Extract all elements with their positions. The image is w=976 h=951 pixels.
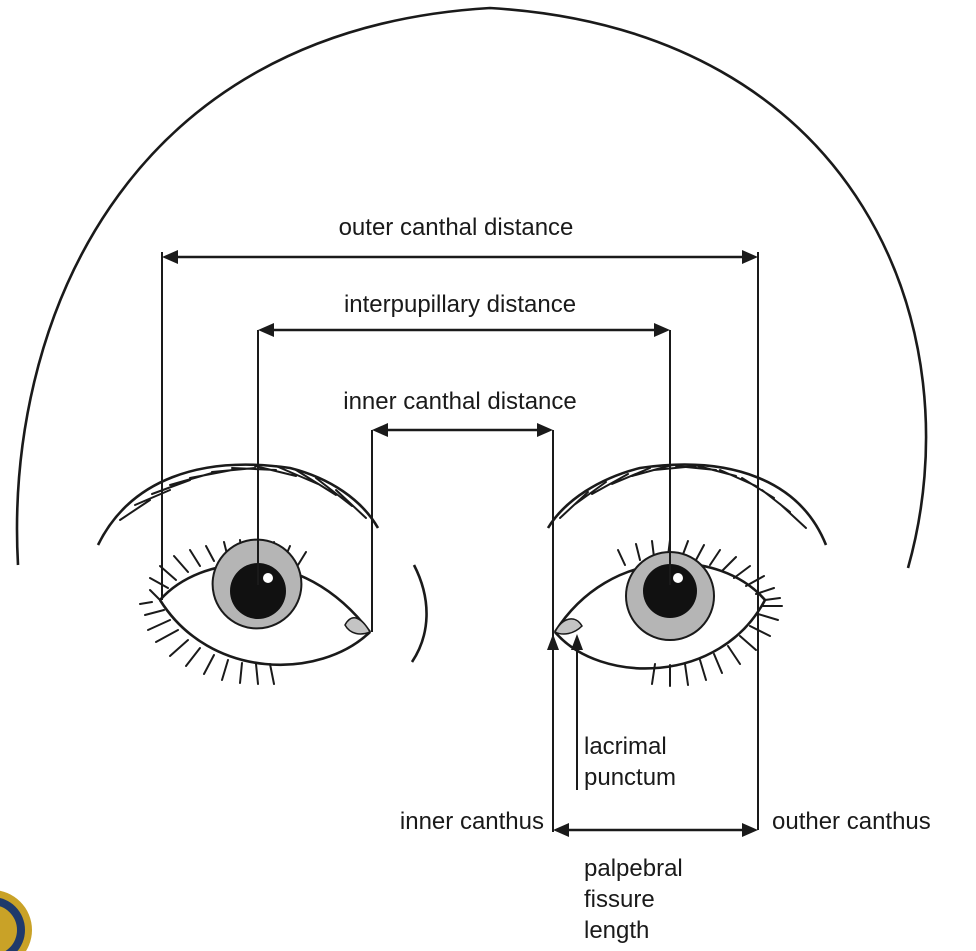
palpebral-fissure-length-label-line2: fissure <box>584 886 655 913</box>
right-eye <box>548 465 826 686</box>
lacrimal-punctum-label-line1: lacrimal <box>584 733 667 760</box>
outer-canthal-distance-dimension <box>162 250 758 264</box>
palpebral-fissure-length-label-line1: palpebral <box>584 855 683 882</box>
nose-bridge <box>412 565 427 662</box>
lacrimal-punctum-pointer <box>571 634 583 790</box>
palpebral-fissure-length-label-line3: length <box>584 917 649 944</box>
left-eye-highlight <box>263 573 273 583</box>
right-eyebrow <box>548 465 826 545</box>
interpupillary-distance-dimension <box>258 323 670 337</box>
inner-canthal-distance-label: inner canthal distance <box>343 388 576 415</box>
right-eye-highlight <box>673 573 683 583</box>
head-outline <box>17 8 926 568</box>
inner-canthus-label: inner canthus <box>400 808 544 835</box>
lacrimal-punctum-label-line2: punctum <box>584 764 676 791</box>
outer-canthus-label: outher canthus <box>772 808 931 835</box>
left-eye <box>98 465 378 684</box>
outer-canthal-distance-label: outer canthal distance <box>339 214 574 241</box>
palpebral-fissure-length-dimension <box>553 823 758 837</box>
inner-canthal-distance-dimension <box>372 423 553 437</box>
interpupillary-distance-label: interpupillary distance <box>344 291 576 318</box>
seal-logo <box>0 890 32 951</box>
left-eyebrow <box>98 465 378 545</box>
left-eye-caruncle <box>345 618 370 634</box>
inner-canthus-pointer <box>547 634 559 650</box>
right-eye-caruncle <box>555 619 582 634</box>
